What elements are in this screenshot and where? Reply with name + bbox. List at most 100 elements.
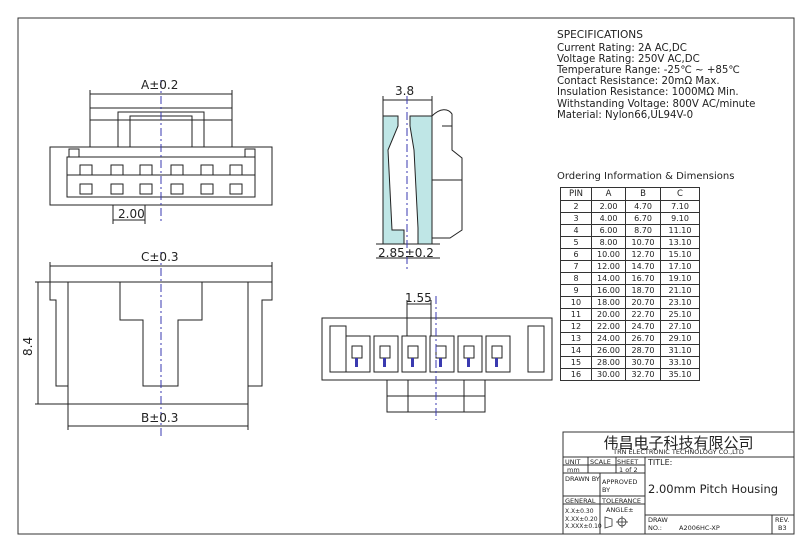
table-cell: 17.10 — [660, 260, 700, 273]
table-cell: 16.70 — [625, 272, 661, 285]
table-cell: 23.10 — [660, 296, 700, 309]
table-header-cell: B — [625, 187, 661, 201]
table-cell: 30.00 — [591, 368, 626, 381]
table-cell: 14.70 — [625, 260, 661, 273]
table-cell: 30.70 — [625, 356, 661, 369]
table-cell: 18.70 — [625, 284, 661, 297]
unit-value: mm — [567, 466, 580, 474]
ordering-title: Ordering Information & Dimensions — [557, 171, 735, 182]
table-cell: 8 — [560, 272, 592, 285]
table-cell: 24.00 — [591, 332, 626, 345]
table-cell: 5 — [560, 236, 592, 249]
dim-c-label: C±0.3 — [141, 250, 179, 264]
draw-no-value: A2006HC-XP — [679, 524, 720, 532]
spec-line: Contact Resistance: 20mΩ Max. — [557, 76, 720, 88]
spec-line: Insulation Resistance: 1000MΩ Min. — [557, 87, 739, 99]
approved-by-label: APPROVED BY — [602, 478, 638, 494]
table-cell: 14 — [560, 344, 592, 357]
table-cell: 28.00 — [591, 356, 626, 369]
table-cell: 10 — [560, 296, 592, 309]
table-cell: 24.70 — [625, 320, 661, 333]
sheet-border — [17, 17, 795, 535]
table-cell: 26.00 — [591, 344, 626, 357]
dim-b-label: B±0.3 — [141, 411, 178, 425]
tolerance-label: TOLERANCE — [602, 497, 642, 505]
sheet-value: 1 of 2 — [619, 466, 638, 474]
table-cell: 6.00 — [591, 224, 626, 237]
table-cell: 31.10 — [660, 344, 700, 357]
tolerance-line: X.XX±0.20 — [565, 515, 598, 523]
table-cell: 19.10 — [660, 272, 700, 285]
table-cell: 8.00 — [591, 236, 626, 249]
table-header-cell: PIN — [560, 187, 592, 201]
table-cell: 9 — [560, 284, 592, 297]
table-cell: 22.70 — [625, 308, 661, 321]
table-cell: 4.00 — [591, 212, 626, 225]
table-cell: 6 — [560, 248, 592, 261]
dim-pitch-label: 2.00 — [118, 207, 145, 221]
general-label: GENERAL — [565, 497, 596, 505]
table-cell: 7 — [560, 260, 592, 273]
table-cell: 20.70 — [625, 296, 661, 309]
table-cell: 6.70 — [625, 212, 661, 225]
table-cell: 33.10 — [660, 356, 700, 369]
sheet-label: SHEET — [617, 458, 639, 466]
plan-view — [35, 262, 273, 430]
table-cell: 11.10 — [660, 224, 700, 237]
table-cell: 14.00 — [591, 272, 626, 285]
table-cell: 28.70 — [625, 344, 661, 357]
tolerance-line: X.XXX±0.10 — [565, 523, 602, 530]
bottom-view — [321, 300, 553, 413]
tolerance-line: X.X±0.30 — [565, 508, 594, 515]
spec-line: Temperature Range: -25℃ ~ +85℃ — [557, 65, 740, 77]
company-name-cn: 伟昌电子科技有限公司 — [603, 434, 754, 452]
dim-base-label: 2.85±0.2 — [378, 246, 434, 260]
table-cell: 13 — [560, 332, 592, 345]
table-cell: 8.70 — [625, 224, 661, 237]
angle-label: ANGLE± — [606, 506, 634, 514]
drawing-title: 2.00mm Pitch Housing — [648, 482, 779, 496]
bottom-view-contacts — [355, 358, 498, 367]
draw-no-label: DRAW NO.: — [648, 516, 668, 532]
table-cell: 7.10 — [660, 200, 700, 213]
table-cell: 25.10 — [660, 308, 700, 321]
rev-label: REV. — [775, 516, 790, 524]
table-cell: 4.70 — [625, 200, 661, 213]
dim-depth-label: 3.8 — [395, 84, 414, 98]
title-label: TITLE: — [648, 458, 673, 467]
scale-label: SCALE — [590, 458, 611, 466]
dim-pin-pitch-label: 1.55 — [405, 291, 432, 305]
dim-height-label: 8.4 — [21, 337, 35, 356]
table-cell: 13.10 — [660, 236, 700, 249]
table-cell: 2.00 — [591, 200, 626, 213]
table-header-cell: A — [591, 187, 626, 201]
table-cell: 3 — [560, 212, 592, 225]
company-name-en: TRN ELECTRONIC TECHNOLOGY CO.,LTD — [613, 448, 744, 456]
side-section-view — [376, 96, 463, 259]
drawn-by-label: DRAWN BY — [565, 475, 600, 483]
table-cell: 16.00 — [591, 284, 626, 297]
table-cell: 15 — [560, 356, 592, 369]
title-block — [562, 431, 795, 535]
spec-line: Voltage Rating: 250V AC,DC — [557, 54, 700, 66]
table-cell: 2 — [560, 200, 592, 213]
table-cell: 18.00 — [591, 296, 626, 309]
spec-line: Material: Nylon66,UL94V-0 — [557, 109, 694, 121]
table-cell: 11 — [560, 308, 592, 321]
spec-line: Withstanding Voltage: 800V AC/minute — [557, 98, 756, 110]
